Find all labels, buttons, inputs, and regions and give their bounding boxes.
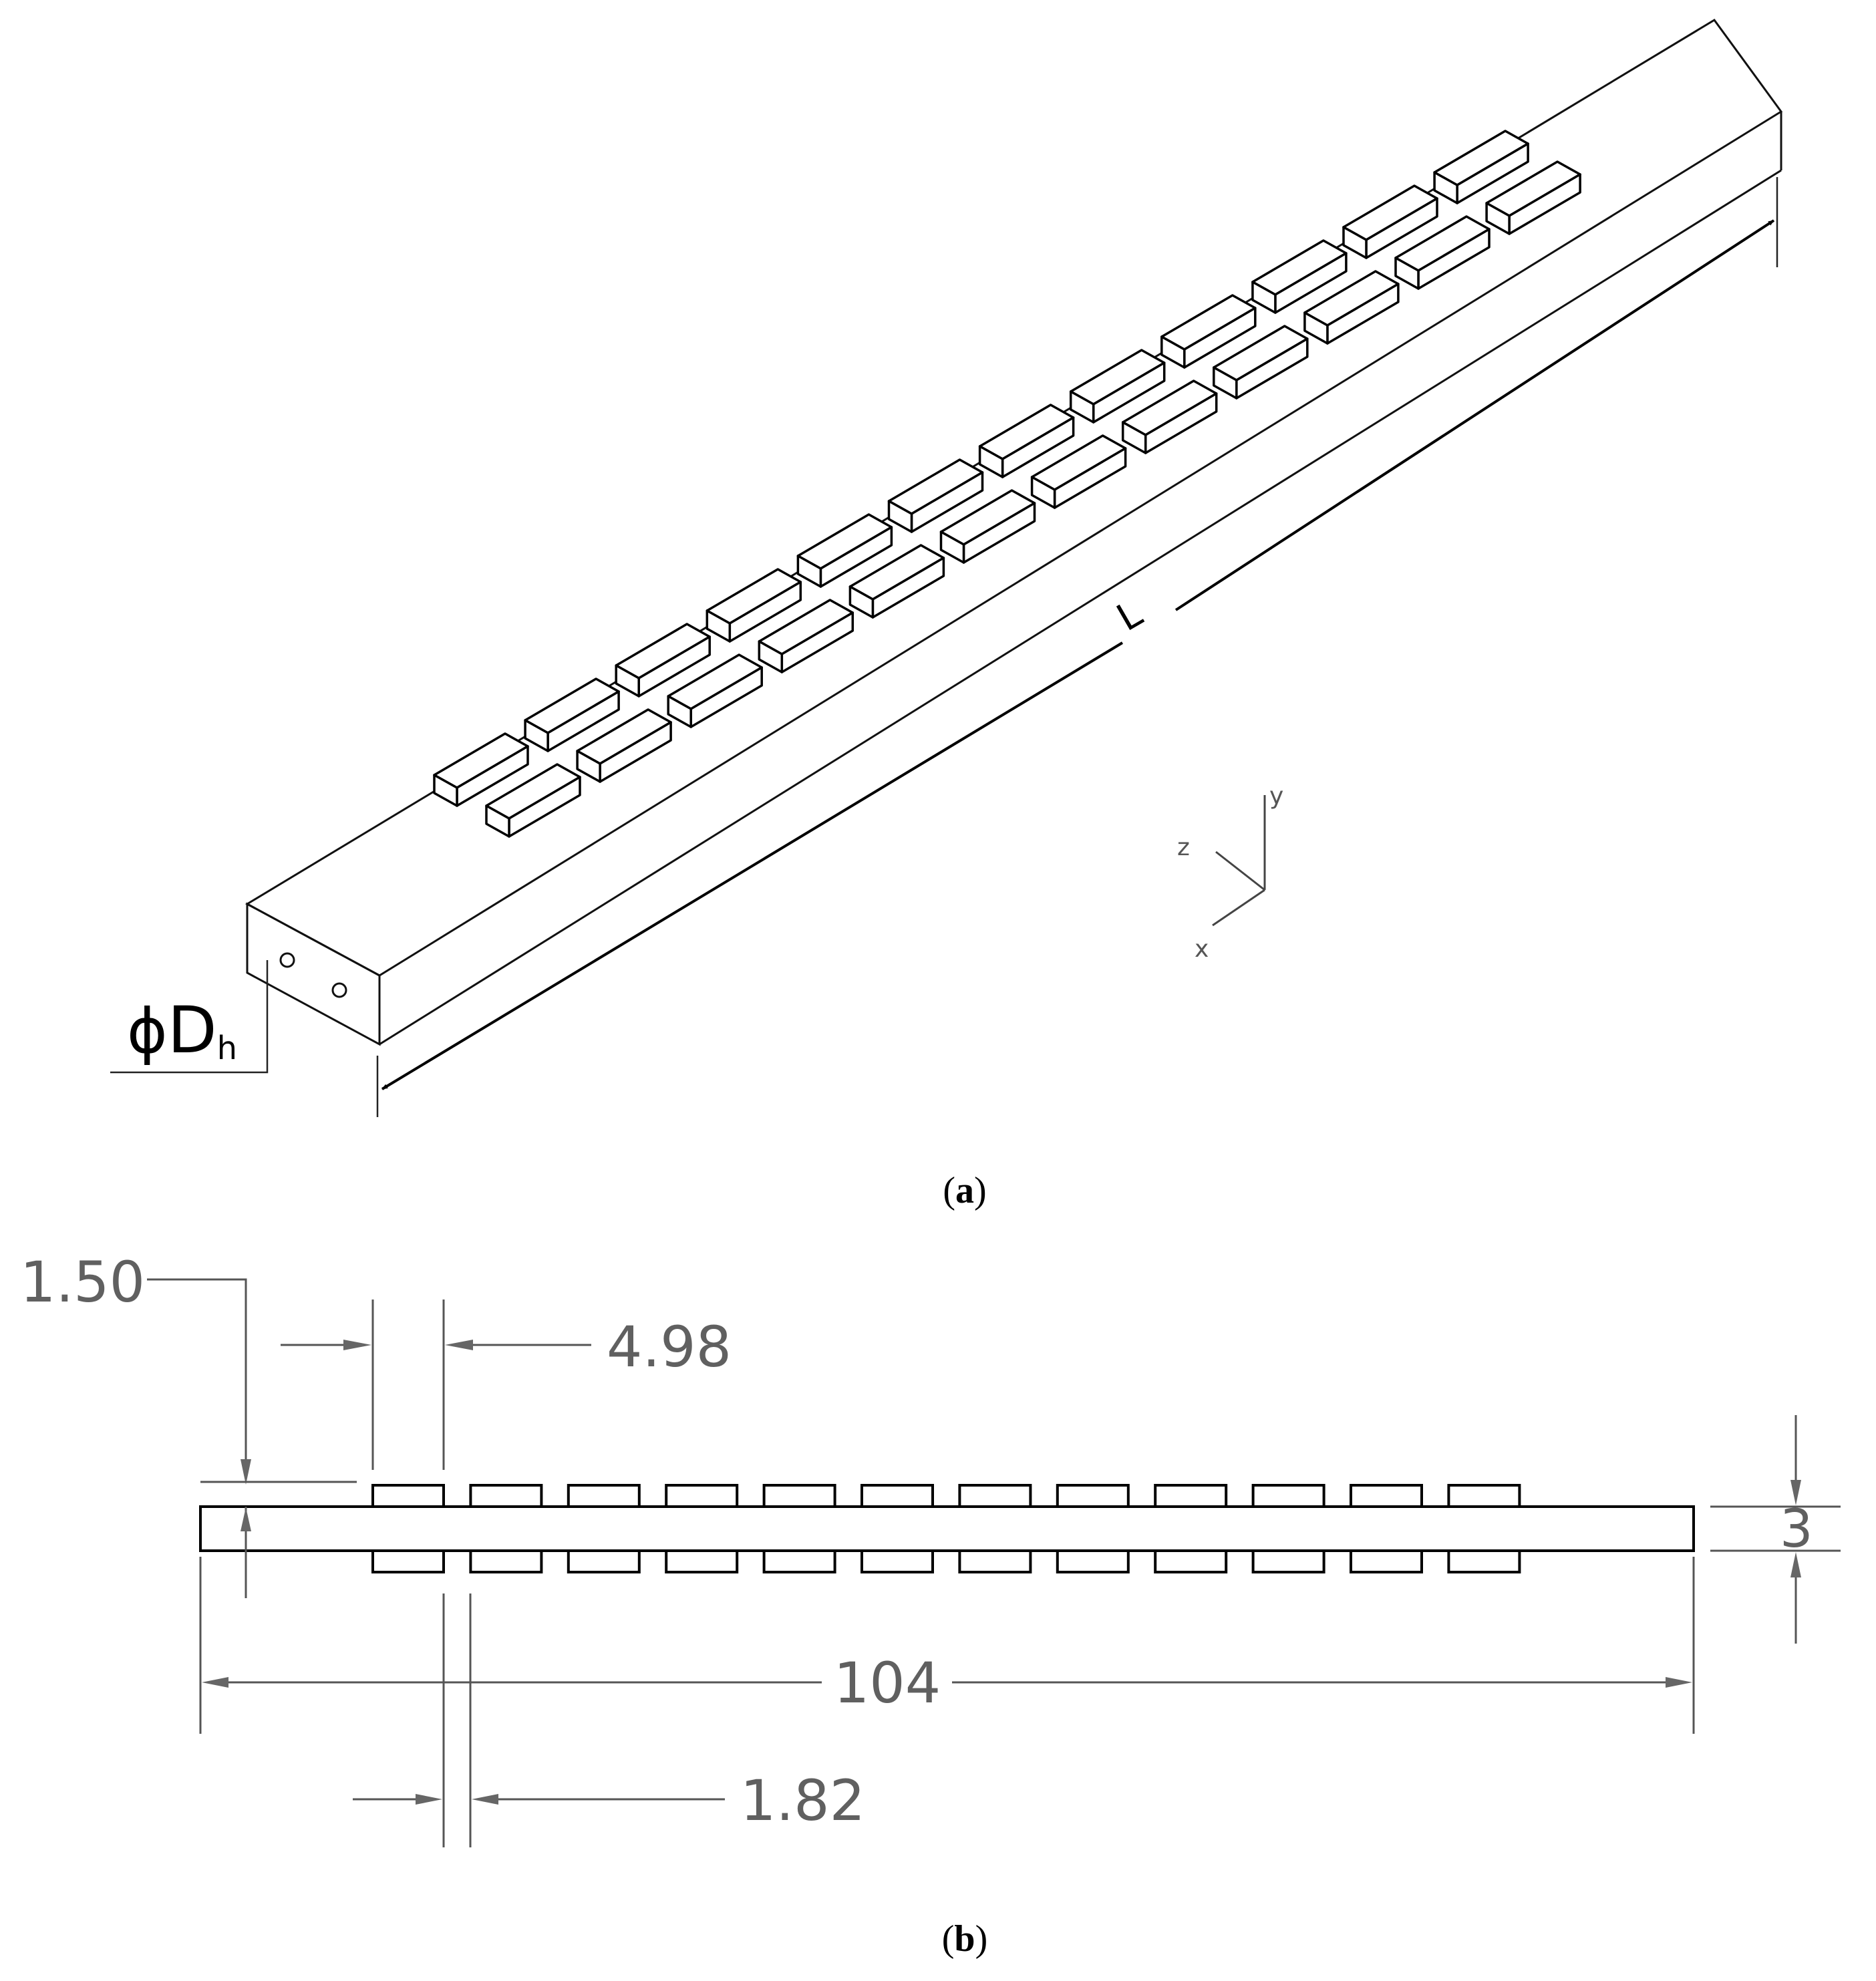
fin-top (958, 1484, 1032, 1508)
fin-bottom (861, 1549, 934, 1573)
bar-front-face (246, 902, 381, 1046)
channel-hole-right (331, 982, 347, 998)
fin-bottom (1251, 1549, 1325, 1573)
fin-isometric (939, 489, 1036, 564)
fin-isometric (1342, 184, 1438, 259)
isometric-view: L ϕDh y z x (a) (110, 19, 1783, 1211)
fin-isometric (1485, 160, 1581, 235)
dim-length-arrow-left (202, 1677, 228, 1688)
fin-array (433, 130, 1581, 838)
fin-bottom (371, 1549, 445, 1573)
bar-side-profile (199, 1505, 1695, 1552)
fin-bottom (1350, 1549, 1423, 1573)
dim-fin-height-arrow-up (241, 1507, 251, 1531)
z-axis-line (1215, 851, 1265, 891)
fin-top (1447, 1484, 1521, 1508)
z-axis-label: z (1177, 834, 1190, 861)
fin-isometric (1030, 434, 1127, 509)
fin-isometric (433, 732, 529, 807)
fin-bottom (1056, 1549, 1130, 1573)
fin-top (1154, 1484, 1228, 1508)
fin-bottom (958, 1549, 1032, 1573)
x-axis-label: x (1195, 935, 1209, 963)
dim-length-label: 104 (834, 1650, 941, 1716)
diameter-label: ϕDh (127, 993, 237, 1068)
fin-isometric (978, 404, 1075, 478)
fin-isometric (706, 568, 802, 643)
fin-isometric (615, 623, 711, 698)
fin-top (1056, 1484, 1130, 1508)
fin-isometric (1213, 325, 1309, 400)
channel-hole-left (279, 952, 295, 968)
fin-isometric (887, 458, 984, 533)
fin-isometric (1121, 379, 1218, 454)
fin-bottom (1447, 1549, 1521, 1573)
fin-top (371, 1484, 445, 1508)
fin-top (861, 1484, 934, 1508)
caption-b: (b) (942, 1918, 987, 1960)
coordinate-triad: y z x (1177, 782, 1283, 963)
dim-gap-arrow-right (472, 1794, 498, 1805)
side-view: 1.50 4.98 3 104 1.82 (b) (20, 1249, 1841, 1960)
fin-isometric (667, 653, 763, 728)
fin-bottom (1154, 1549, 1228, 1573)
fin-top (1350, 1484, 1423, 1508)
fin-top (1251, 1484, 1325, 1508)
dim-spacing-arrow-right (445, 1340, 473, 1350)
fin-top (567, 1484, 641, 1508)
fin-bottom (469, 1549, 543, 1573)
dim-fin-height-arrow-down (241, 1459, 251, 1485)
fin-bottom (567, 1549, 641, 1573)
fin-bottom (762, 1549, 836, 1573)
y-axis-label: y (1269, 782, 1283, 810)
fin-isometric (576, 708, 672, 783)
dim-gap-label: 1.82 (740, 1768, 865, 1833)
fin-top (762, 1484, 836, 1508)
dim-spacing-label: 4.98 (607, 1314, 732, 1380)
dim-spacing-arrow-left (343, 1340, 371, 1350)
length-dimension-line-lower (381, 641, 1124, 1090)
fin-isometric (1069, 349, 1166, 424)
fin-bottom (665, 1549, 739, 1573)
fin-row-top (371, 1484, 1521, 1508)
length-label: L (1110, 592, 1150, 640)
fin-isometric (758, 599, 854, 673)
fin-isometric (1251, 239, 1348, 314)
dim-thickness-label: 3 (1780, 1499, 1813, 1559)
fin-top (665, 1484, 739, 1508)
fin-isometric (848, 544, 945, 619)
fin-isometric (796, 513, 893, 588)
dim-gap-arrow-left (416, 1794, 442, 1805)
bar-bottom-long-edge (379, 169, 1782, 1046)
dim-length-arrow-right (1666, 1677, 1692, 1688)
caption-a: (a) (943, 1170, 986, 1211)
diameter-leader (110, 960, 269, 1074)
fin-isometric (1394, 215, 1491, 290)
fin-isometric (1303, 270, 1400, 345)
dim-thickness-arrow-up (1790, 1552, 1801, 1577)
dim-fin-height-leader (147, 1278, 247, 1477)
fin-row-bottom (371, 1549, 1521, 1573)
length-dimension-line-upper (1175, 219, 1775, 611)
fin-isometric (1433, 130, 1529, 204)
fin-isometric (1160, 294, 1257, 369)
fin-isometric (485, 763, 581, 838)
fin-top (469, 1484, 543, 1508)
dim-thickness-arrow-down (1790, 1480, 1801, 1505)
fin-isometric (524, 677, 620, 752)
x-axis-line (1212, 889, 1265, 927)
dim-fin-height-label: 1.50 (20, 1249, 145, 1315)
